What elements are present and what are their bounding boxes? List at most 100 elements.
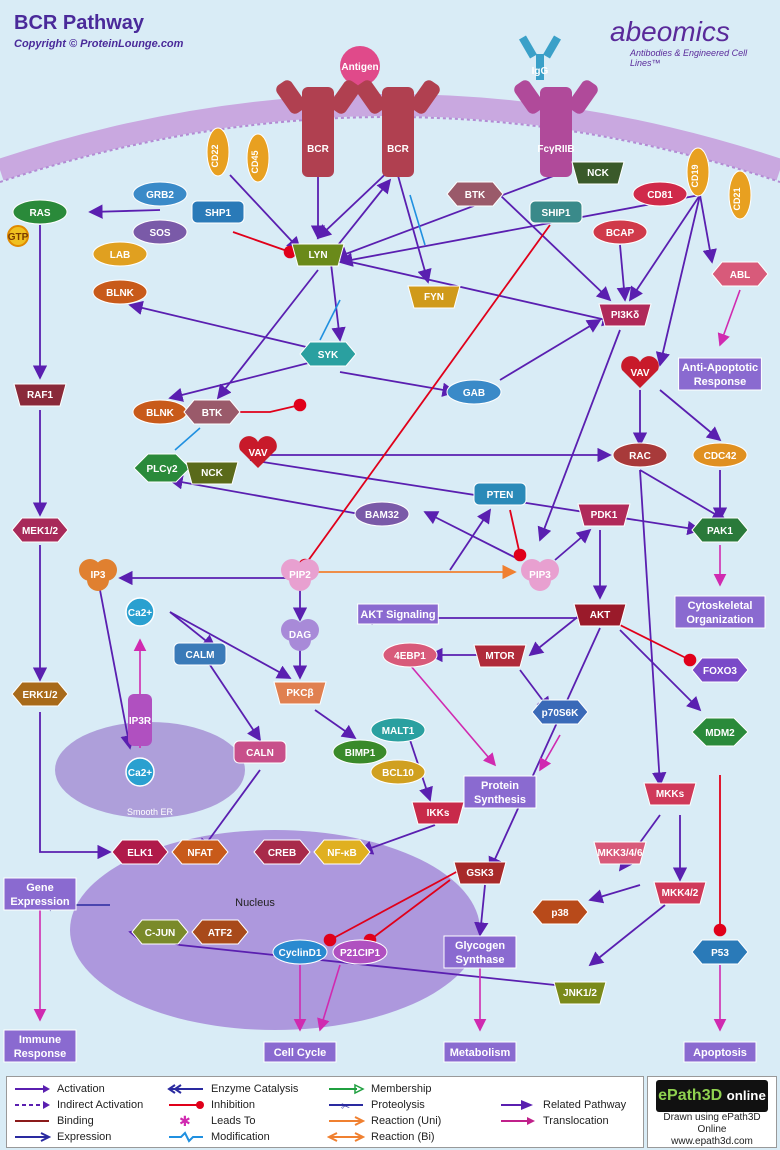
node-ras[interactable]: RAS bbox=[12, 199, 68, 225]
node-calna[interactable]: CALN bbox=[233, 740, 287, 764]
node-ca1[interactable]: Ca2+ bbox=[125, 597, 155, 627]
node-mkk42[interactable]: MKK4/2 bbox=[653, 881, 707, 905]
node-creb[interactable]: CREB bbox=[253, 839, 311, 865]
node-cjun[interactable]: C-JUN bbox=[131, 919, 189, 945]
label-mkks: MKKs bbox=[656, 789, 685, 800]
node-ip3r[interactable]: IP3R bbox=[128, 694, 152, 746]
node-blnk_top[interactable]: BLNK bbox=[92, 279, 148, 305]
node-nck_top[interactable]: NCK bbox=[571, 161, 625, 185]
node-abl[interactable]: ABL bbox=[711, 261, 769, 287]
node-mkk346[interactable]: MKK3/4/6 bbox=[593, 841, 647, 865]
node-ip3[interactable]: IP3 bbox=[79, 559, 117, 591]
node-btk[interactable]: BTK bbox=[183, 399, 241, 425]
node-pip3[interactable]: PIP3 bbox=[521, 559, 559, 591]
node-cd21[interactable]: CD21 bbox=[728, 170, 752, 220]
node-fcgr[interactable]: FcγRIIB bbox=[512, 78, 600, 177]
node-cyclind1[interactable]: CyclinD1 bbox=[272, 939, 328, 965]
node-elk1[interactable]: ELK1 bbox=[111, 839, 169, 865]
outcome-apoptosis[interactable]: Apoptosis bbox=[683, 1041, 757, 1063]
label-calna: CALN bbox=[246, 748, 274, 759]
node-pak1[interactable]: PAK1 bbox=[691, 517, 749, 543]
label-grb2: GRB2 bbox=[146, 190, 174, 201]
node-sos[interactable]: SOS bbox=[132, 219, 188, 245]
node-gab[interactable]: GAB bbox=[446, 379, 502, 405]
node-malt1[interactable]: MALT1 bbox=[370, 717, 426, 743]
node-gsk3[interactable]: GSK3 bbox=[453, 861, 507, 885]
node-akt[interactable]: AKT bbox=[573, 603, 627, 627]
node-raf1[interactable]: RAF1 bbox=[13, 383, 67, 407]
node-pten[interactable]: PTEN bbox=[473, 482, 527, 506]
node-bcr2[interactable]: BCR bbox=[354, 78, 442, 177]
node-cd45[interactable]: CD45 bbox=[246, 133, 270, 183]
node-lab[interactable]: LAB bbox=[92, 241, 148, 267]
node-pi3k[interactable]: PI3Kδ bbox=[598, 303, 652, 327]
outcome-akt_signaling[interactable]: AKT Signaling bbox=[357, 603, 439, 625]
node-iks[interactable]: IKKs bbox=[411, 801, 465, 825]
node-pkcb[interactable]: PKCβ bbox=[273, 681, 327, 705]
node-atf2[interactable]: ATF2 bbox=[191, 919, 249, 945]
node-calm[interactable]: CALM bbox=[173, 642, 227, 666]
svg-text:Glycogen: Glycogen bbox=[455, 940, 505, 952]
node-rac[interactable]: RAC bbox=[612, 442, 668, 468]
label-pip3: PIP3 bbox=[529, 570, 551, 581]
node-plcg2[interactable]: PLCγ2 bbox=[133, 453, 191, 483]
label-mek: MEK1/2 bbox=[22, 526, 59, 537]
node-cd81[interactable]: CD81 bbox=[632, 181, 688, 207]
node-fyn[interactable]: FYN bbox=[407, 285, 461, 309]
node-cd19[interactable]: CD19 bbox=[686, 147, 710, 197]
label-gtp: GTP bbox=[8, 232, 29, 243]
svg-text:Anti-Apoptotic: Anti-Apoptotic bbox=[682, 362, 758, 374]
node-mkks[interactable]: MKKs bbox=[643, 782, 697, 806]
node-igg[interactable]: IgG bbox=[519, 35, 561, 80]
node-cd22[interactable]: CD22 bbox=[206, 127, 230, 177]
node-4ebp1[interactable]: 4EBP1 bbox=[382, 642, 438, 668]
node-p38[interactable]: p38 bbox=[531, 899, 589, 925]
node-p53[interactable]: P53 bbox=[691, 939, 749, 965]
node-pdk1[interactable]: PDK1 bbox=[577, 503, 631, 527]
outcome-metabolism[interactable]: Metabolism bbox=[443, 1041, 517, 1063]
node-bcl10[interactable]: BCL10 bbox=[370, 759, 426, 785]
node-erk[interactable]: ERK1/2 bbox=[11, 681, 69, 707]
node-p21[interactable]: P21CIP1 bbox=[332, 939, 388, 965]
node-ca2[interactable]: Ca2+ bbox=[125, 757, 155, 787]
node-cdc42[interactable]: CDC42 bbox=[692, 442, 748, 468]
node-btk_top[interactable]: BTK bbox=[446, 181, 504, 207]
label-blnk: BLNK bbox=[146, 408, 175, 419]
node-grb2[interactable]: GRB2 bbox=[132, 181, 188, 207]
node-bcr1[interactable]: BCR bbox=[274, 78, 362, 177]
node-mtor[interactable]: MTOR bbox=[473, 644, 527, 668]
outcome-cell_cycle[interactable]: Cell Cycle bbox=[263, 1041, 337, 1063]
node-jnk[interactable]: JNK1/2 bbox=[553, 981, 607, 1005]
node-ship1[interactable]: SHIP1 bbox=[529, 200, 583, 224]
node-syk[interactable]: SYK bbox=[299, 341, 357, 367]
node-foxo3[interactable]: FOXO3 bbox=[691, 657, 749, 683]
label-pkcb: PKCβ bbox=[286, 688, 313, 699]
node-bam32[interactable]: BAM32 bbox=[354, 501, 410, 527]
node-gtp[interactable]: GTP bbox=[7, 225, 29, 247]
node-nfkb[interactable]: NF-κB bbox=[313, 839, 371, 865]
node-pip2[interactable]: PIP2 bbox=[281, 559, 319, 591]
label-lab: LAB bbox=[110, 250, 131, 261]
node-antigen[interactable]: Antigen bbox=[340, 46, 380, 86]
node-lyn[interactable]: LYN bbox=[291, 243, 345, 267]
node-blnk[interactable]: BLNK bbox=[132, 399, 188, 425]
node-dag[interactable]: DAG bbox=[281, 619, 319, 651]
node-vav_r[interactable]: VAV bbox=[621, 356, 659, 388]
node-bimp1[interactable]: BIMP1 bbox=[332, 739, 388, 765]
node-mdm2[interactable]: MDM2 bbox=[691, 717, 749, 747]
node-p70[interactable]: p70S6K bbox=[531, 699, 589, 725]
node-nfat[interactable]: NFAT bbox=[171, 839, 229, 865]
label-nck: NCK bbox=[201, 468, 223, 479]
node-nck[interactable]: NCK bbox=[185, 461, 239, 485]
node-vav[interactable]: VAV bbox=[239, 436, 277, 468]
label-nck_top: NCK bbox=[587, 168, 609, 179]
node-bcap[interactable]: BCAP bbox=[592, 219, 648, 245]
node-mek[interactable]: MEK1/2 bbox=[11, 517, 69, 543]
node-shp1[interactable]: SHP1 bbox=[191, 200, 245, 224]
